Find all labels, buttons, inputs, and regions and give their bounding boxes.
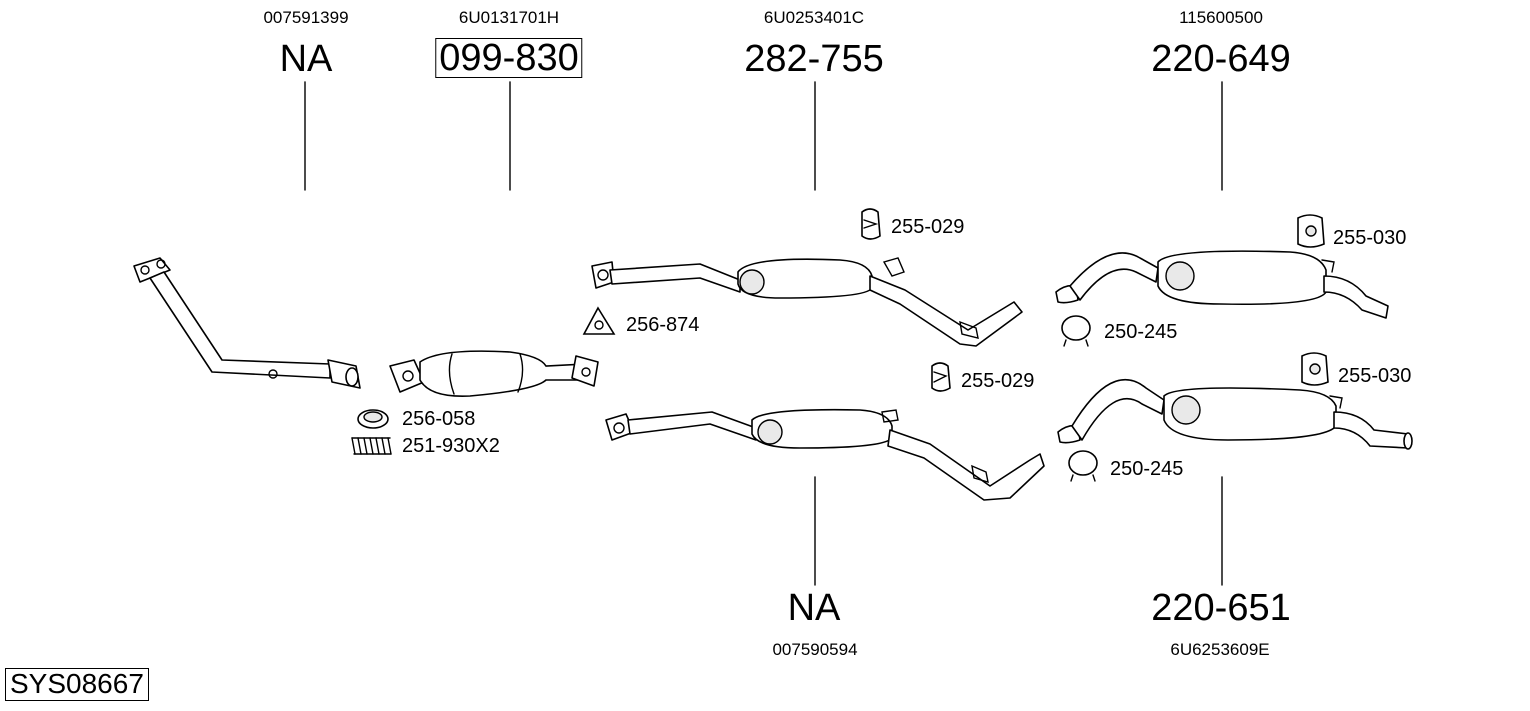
part-number-center-muffler-lower: NA	[787, 587, 841, 629]
oem-number-rear-muffler-lower: 6U6253609E	[1170, 640, 1270, 659]
oem-number-center-muffler-lower: 007590594	[772, 640, 858, 659]
accessory-label-mount-lower: 255-029	[961, 370, 1035, 392]
accessory-label-hanger-lower: 255-030	[1338, 365, 1412, 387]
rubber-mount-icon	[861, 208, 881, 240]
part-number-rear-muffler-lower: 220-651	[1151, 587, 1291, 629]
triangle-gasket-icon	[582, 306, 616, 335]
rear-muffler-lower-drawing	[1057, 378, 1413, 450]
center-muffler-upper-drawing	[591, 257, 1023, 347]
diagram-id: SYS08667	[5, 668, 149, 701]
accessory-label-triangle-gasket: 256-874	[626, 314, 700, 336]
oem-number-rear-muffler-upper: 115600500	[1179, 8, 1263, 27]
rubber-hanger-icon	[1301, 352, 1329, 386]
spring-icon	[351, 437, 392, 455]
accessory-label-hanger-upper: 255-030	[1333, 227, 1407, 249]
center-muffler-lower-drawing	[605, 408, 1045, 501]
gasket-ring-icon	[357, 409, 389, 429]
front-pipe-drawing	[133, 257, 361, 389]
part-number-catalyst: 099-830	[435, 38, 583, 78]
accessory-label-gasket: 256-058	[402, 408, 476, 430]
catalytic-converter-drawing	[389, 350, 599, 397]
part-number-rear-muffler-upper: 220-649	[1151, 38, 1291, 80]
leader-lines	[304, 81, 1223, 586]
clamp-icon	[1068, 450, 1098, 482]
oem-number-downpipe: 007591399	[263, 8, 349, 27]
part-number-center-muffler: 282-755	[744, 38, 884, 80]
clamp-icon	[1061, 315, 1091, 347]
accessory-label-spring: 251-930X2	[402, 435, 500, 457]
rubber-mount-icon	[931, 362, 951, 392]
rear-muffler-upper-drawing	[1055, 250, 1389, 319]
oem-number-center-muffler: 6U0253401C	[763, 8, 865, 27]
oem-number-catalyst: 6U0131701H	[458, 8, 560, 27]
accessory-label-clamp-lower: 250-245	[1110, 458, 1184, 480]
accessory-label-mount-upper: 255-029	[891, 216, 965, 238]
part-number-downpipe: NA	[279, 38, 333, 80]
rubber-hanger-icon	[1297, 214, 1325, 248]
accessory-label-clamp-upper: 250-245	[1104, 321, 1178, 343]
